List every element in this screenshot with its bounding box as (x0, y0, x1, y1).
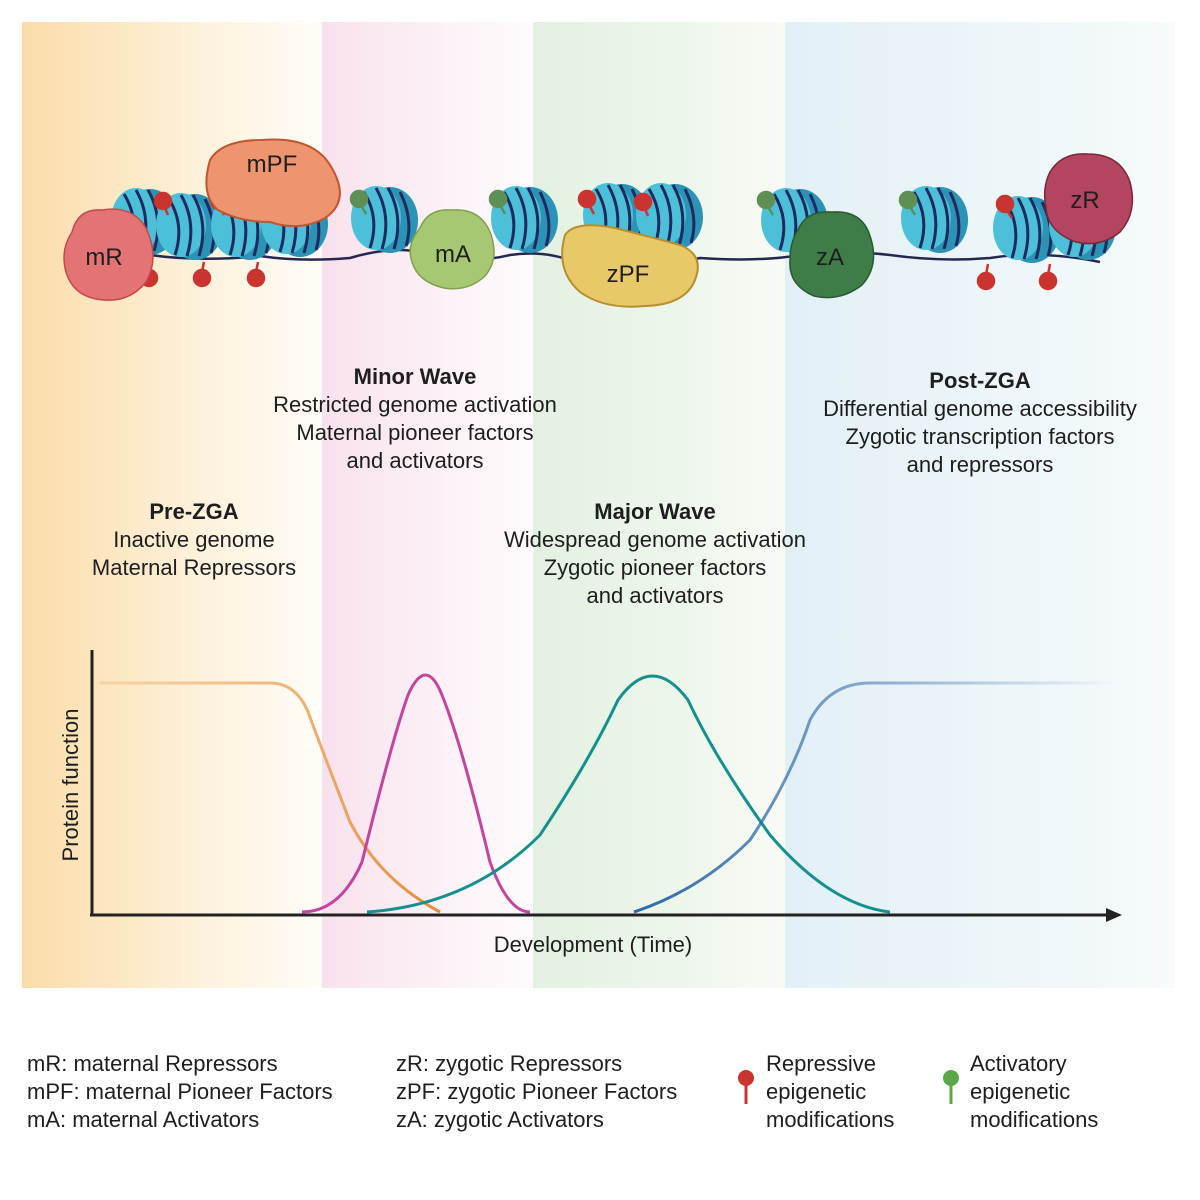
activatory-marks (349, 189, 918, 216)
mr-blob (63, 208, 154, 301)
post-zga-title: Post-ZGA (929, 368, 1031, 393)
curve-major-wave (366, 674, 891, 914)
legend-item: zPF: zygotic Pioneer Factors (396, 1079, 678, 1104)
post-zga-line: Differential genome accessibility (823, 396, 1137, 421)
legend-item: Repressive (766, 1051, 877, 1076)
major-wave-description: Major Wave Widespread genome activation … (470, 498, 840, 610)
legend-item: epigenetic (970, 1079, 1071, 1104)
major-wave-line: Zygotic pioneer factors (543, 555, 767, 580)
y-axis-label: Protein function (58, 709, 83, 862)
major-wave-line: and activators (586, 583, 724, 608)
post-zga-line: and repressors (906, 452, 1054, 477)
major-wave-band (533, 22, 785, 988)
legend-zygotic: zR: zygotic Repressors zPF: zygotic Pion… (396, 1050, 726, 1134)
pre-zga-title: Pre-ZGA (149, 499, 239, 524)
activatory-pin-icon (943, 1070, 959, 1104)
minor-wave-band (322, 22, 533, 988)
legend-item: mPF: maternal Pioneer Factors (27, 1079, 333, 1104)
legend-item: epigenetic (766, 1079, 867, 1104)
minor-wave-line: and activators (346, 448, 484, 473)
minor-wave-title: Minor Wave (353, 364, 477, 389)
minor-wave-line: Restricted genome activation (273, 392, 557, 417)
major-wave-title: Major Wave (594, 499, 716, 524)
legend-item: modifications (970, 1107, 1099, 1132)
legend-item: Activatory (970, 1051, 1067, 1076)
ma-blob (409, 209, 495, 290)
mpf-blob (205, 138, 341, 228)
legend-item: zR: zygotic Repressors (396, 1051, 623, 1076)
zpf-blob (561, 224, 699, 308)
post-zga-description: Post-ZGA Differential genome accessibili… (790, 367, 1170, 479)
legend-item: mA: maternal Activators (27, 1107, 260, 1132)
curve-minor-wave (301, 673, 531, 914)
legend-maternal: mR: maternal Repressors mPF: maternal Pi… (27, 1050, 397, 1134)
pre-zga-line: Inactive genome (113, 527, 275, 552)
curve-post-zga (633, 681, 1120, 914)
label-ma: mA (435, 241, 471, 268)
legend-item: modifications (766, 1107, 895, 1132)
minor-wave-line: Maternal pioneer factors (296, 420, 534, 445)
pre-zga-line: Maternal Repressors (91, 555, 297, 580)
legend-repressive: Repressive epigenetic modifications (766, 1050, 936, 1134)
post-zga-line: Zygotic transcription factors (845, 424, 1115, 449)
pre-zga-description: Pre-ZGA Inactive genome Maternal Repress… (44, 498, 344, 582)
major-wave-line: Widespread genome activation (503, 527, 807, 552)
curve-maternal-repressors (100, 681, 441, 914)
zr-blob (1043, 153, 1134, 245)
minor-wave-description: Minor Wave Restricted genome activation … (240, 363, 590, 475)
label-za: zA (816, 244, 844, 271)
label-mr: mR (85, 244, 122, 271)
legend-item: zA: zygotic Activators (396, 1107, 604, 1132)
repressive-pin-icon (738, 1070, 754, 1104)
label-zr: zR (1070, 187, 1099, 214)
legend-activatory: Activatory epigenetic modifications (970, 1050, 1140, 1134)
x-axis-label: Development (Time) (494, 932, 692, 957)
label-zpf: zPF (607, 261, 650, 288)
za-blob (789, 211, 875, 299)
legend-item: mR: maternal Repressors (27, 1051, 278, 1076)
x-axis-arrow (1106, 908, 1122, 922)
label-mpf: mPF (247, 151, 298, 178)
